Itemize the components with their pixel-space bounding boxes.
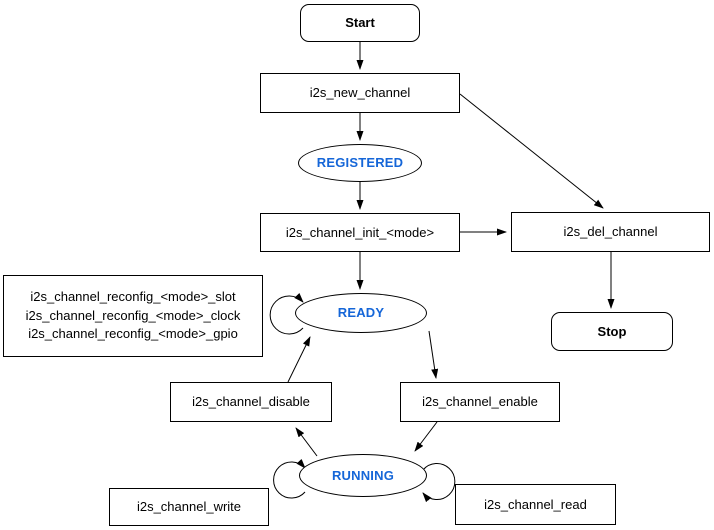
reconfig-line-slot: i2s_channel_reconfig_<mode>_slot [30, 289, 236, 305]
new-channel-node: i2s_new_channel [260, 73, 460, 113]
edge-ready-reconfig-self-loop [269, 293, 304, 335]
edge-enable-to-running [414, 421, 438, 452]
edge-new-channel-to-del-channel [459, 93, 604, 209]
edge-running-read-self-loop [422, 463, 456, 503]
running-state-node: RUNNING [299, 454, 427, 497]
registered-state-node: REGISTERED [298, 144, 422, 182]
edge-running-to-disable [295, 427, 318, 457]
channel-init-node: i2s_channel_init_<mode> [260, 213, 460, 252]
reconfig-line-gpio: i2s_channel_reconfig_<mode>_gpio [28, 326, 238, 342]
start-node: Start [300, 4, 420, 42]
reconfig-functions-node: i2s_channel_reconfig_<mode>_slot i2s_cha… [3, 275, 263, 357]
channel-write-node: i2s_channel_write [109, 488, 269, 526]
channel-enable-node: i2s_channel_enable [400, 382, 560, 422]
del-channel-node: i2s_del_channel [511, 212, 710, 252]
edge-running-write-self-loop [273, 458, 306, 499]
channel-read-node: i2s_channel_read [455, 484, 616, 525]
reconfig-line-clock: i2s_channel_reconfig_<mode>_clock [25, 307, 241, 323]
stop-node: Stop [551, 312, 673, 351]
ready-state-node: READY [295, 293, 427, 333]
channel-disable-node: i2s_channel_disable [170, 382, 332, 422]
edge-ready-to-enable [428, 330, 439, 379]
edge-disable-to-ready [287, 336, 311, 383]
